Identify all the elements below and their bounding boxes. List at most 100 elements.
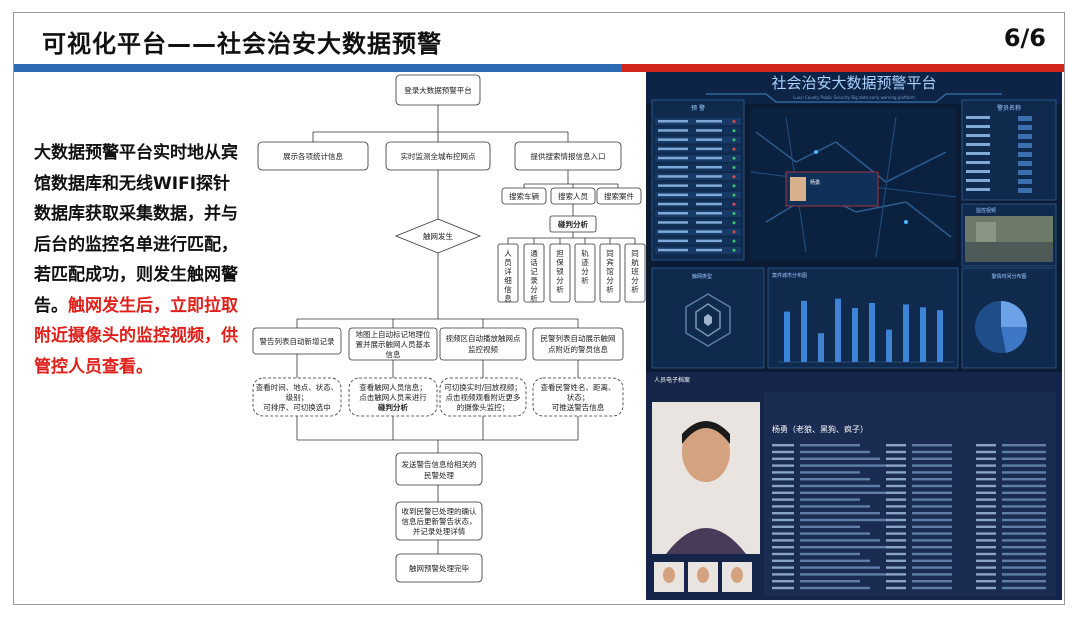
flow-node-stats	[257, 141, 369, 171]
flow-text-stats: 展示各项统计信息	[283, 151, 343, 161]
flow-text-an4-char: 析	[581, 275, 589, 285]
dashboard-subtitle: Luoyi County Public Security Big data ea…	[793, 95, 915, 100]
flow-text-an5-char: 同	[606, 249, 614, 258]
trend-bar	[818, 333, 824, 362]
flow-text-r4b: 点附近的警员信息	[548, 344, 608, 354]
flow-node-an3	[549, 243, 571, 303]
trend-panel: 案件城市分布图	[767, 267, 959, 369]
video-panel-title: 监控视频	[976, 207, 996, 214]
flow-text-search-entry: 提供搜索情报信息入口	[531, 151, 606, 161]
type-panel-title: 触网类型	[692, 273, 712, 280]
pie-panel-title: 警情时间分布图	[991, 273, 1026, 280]
warning-panel: 预 警	[651, 99, 745, 261]
flow-text-login: 登录大数据预警平台	[404, 85, 472, 95]
police-panel: 警员名称	[961, 99, 1057, 201]
pie-panel: 警情时间分布图	[961, 267, 1057, 369]
flow-text-an2-char: 分	[530, 285, 538, 294]
trend-bar	[920, 307, 926, 362]
flow-text-an2-char: 记	[530, 267, 538, 276]
trend-bar	[835, 298, 841, 362]
trend-bar	[869, 302, 875, 362]
flow-text-d1c: 可排序、可切换选中	[263, 402, 331, 412]
flow-text-d3a: 可切换实时/回放视频；	[444, 382, 522, 392]
map-popup-name: 杨勇	[810, 179, 820, 186]
flow-text-r1: 警告列表自动新增记录	[260, 336, 335, 346]
flowchart: 登录大数据预警平台 展示各项统计信息 实时监测全城布控网点 提供搜索情报信息入口…	[252, 74, 646, 583]
flow-text-an2-char: 通	[530, 248, 538, 258]
flow-text-an4-char: 迹	[581, 257, 589, 267]
flow-node-send	[395, 452, 483, 486]
police-row[interactable]	[966, 152, 990, 155]
person-name: 杨勇（老狼、黑狗、疯子）	[772, 424, 868, 434]
flow-text-d4c: 可推送警告信息	[552, 402, 605, 412]
trend-bar	[852, 308, 858, 362]
flow-text-search-person: 搜索人员	[558, 191, 588, 201]
flow-text-an5-char: 馆	[606, 266, 614, 276]
flow-text-d1b: 级别；	[286, 392, 309, 402]
flow-text-d2b: 点击触网人员来进行	[359, 392, 427, 402]
flow-text-r2b: 置并展示触网人员基本	[356, 339, 431, 349]
flow-node-an6	[624, 243, 646, 303]
warning-panel-title: 预 警	[691, 104, 705, 112]
flow-text-r3a: 视频区自动播放触网点	[446, 333, 521, 343]
flow-node-end	[395, 553, 483, 583]
flow-node-an1	[497, 243, 519, 303]
flow-text-search-car: 搜索车辆	[509, 191, 539, 201]
trend-panel-title: 案件城市分布图	[772, 272, 807, 279]
police-row[interactable]	[966, 170, 990, 173]
flow-node-r4	[532, 327, 624, 361]
police-row[interactable]	[966, 116, 990, 119]
flow-text-an1-char: 息	[504, 293, 512, 303]
flow-text-search-case: 搜索案件	[604, 191, 634, 201]
description-text: 大数据预警平台实时地从宾馆数据库和无线WIFI探针数据库获取采集数据，并与后台的…	[34, 138, 246, 382]
flow-node-trigger	[394, 218, 482, 254]
flow-text-an4-char: 轨	[581, 248, 589, 258]
flow-node-an5	[599, 243, 621, 303]
title-underline-blue	[14, 64, 622, 72]
flow-text-an1-char: 人	[504, 249, 512, 258]
flow-text-r2a: 地图上自动标记地理位	[356, 329, 431, 339]
flow-text-an5-char: 分	[606, 276, 614, 285]
flow-text-d1a: 查看时间、地点、状态、	[256, 382, 339, 392]
flow-text-end: 触网预警处理完毕	[409, 563, 469, 573]
police-row[interactable]	[966, 143, 990, 146]
flow-text-an1-char: 员	[504, 258, 512, 267]
flow-text-an6-char: 分	[631, 276, 639, 285]
flow-node-d2	[348, 377, 438, 417]
flow-text-trigger: 触网发生	[423, 231, 453, 241]
flow-text-recv-a: 收到民警已处理的确认	[402, 506, 477, 516]
flow-text-an1-char: 详	[504, 266, 512, 276]
flow-node-r3	[439, 327, 527, 361]
flow-text-d2c: 碰判分析	[378, 402, 408, 412]
slide-title: 可视化平台——社会治安大数据预警	[42, 30, 442, 58]
flow-text-d2a: 查看触网人员信息；	[359, 382, 427, 392]
page-number: 6/6	[1003, 24, 1046, 52]
description-highlight: 触网发生后，立即拉取附近摄像头的监控视频，供管控人员查看。	[34, 295, 238, 377]
flow-node-an2	[523, 243, 545, 303]
flow-node-recv	[395, 501, 483, 541]
flow-node-login	[395, 74, 481, 106]
flow-text-an5-char: 析	[606, 284, 614, 294]
flow-text-an1-char: 信	[504, 284, 512, 294]
flow-text-d3c: 的摄像头监控；	[457, 402, 510, 412]
flow-node-analysis	[549, 215, 597, 233]
trend-bar	[903, 304, 909, 362]
flow-text-an6-char: 析	[631, 284, 639, 294]
flow-node-d4	[532, 377, 624, 417]
flow-text-an5-char: 宾	[606, 257, 614, 267]
profile-panel: 人员电子档案 杨勇（老狼、黑狗、疯子）	[646, 372, 1062, 600]
police-row[interactable]	[966, 179, 990, 182]
flow-node-monitor	[385, 141, 491, 171]
police-row[interactable]	[966, 125, 990, 128]
police-row[interactable]	[966, 188, 990, 191]
flow-text-an3-char: 析	[556, 284, 564, 294]
video-panel: 监控视频	[961, 203, 1057, 267]
police-row[interactable]	[966, 161, 990, 164]
police-panel-title: 警员名称	[997, 104, 1021, 112]
flow-text-an1-char: 细	[504, 275, 512, 285]
police-row[interactable]	[966, 134, 990, 137]
description-normal: 大数据预警平台实时地从宾馆数据库和无线WIFI探针数据库获取采集数据，并与后台的…	[34, 143, 238, 316]
flow-text-r4a: 民警列表自动展示触网	[541, 333, 616, 343]
flow-text-an3-char: 锁	[556, 266, 564, 276]
flow-text-r3b: 监控视频	[468, 344, 498, 354]
